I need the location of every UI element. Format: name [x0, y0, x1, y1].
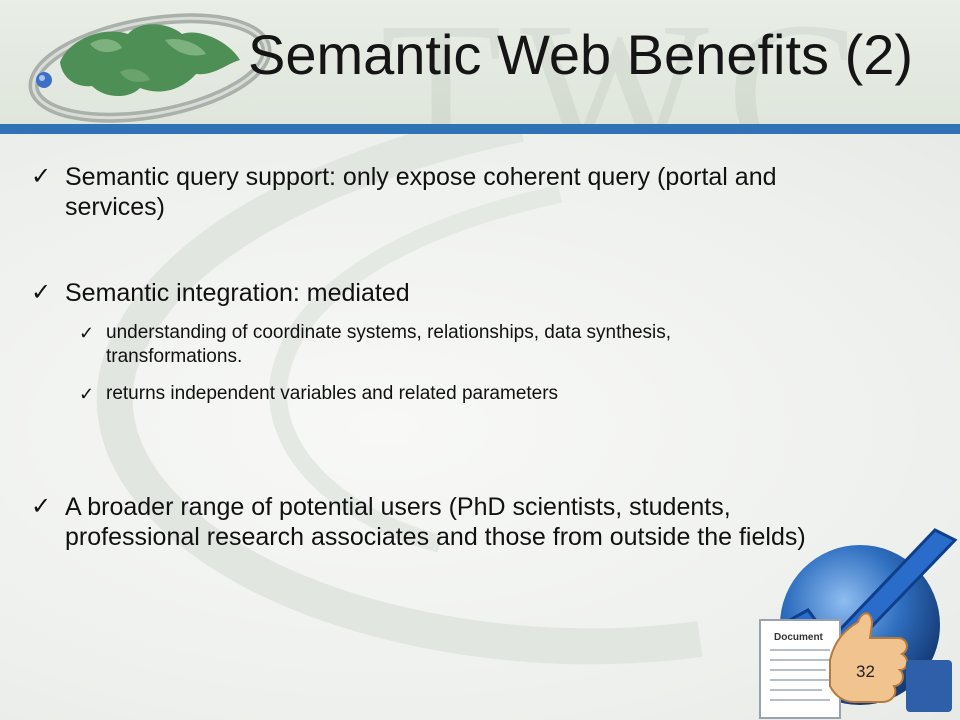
page-number: 32 [856, 662, 875, 681]
bullet-2: ✓ Semantic integration: mediated [31, 278, 835, 308]
bullet-text: Semantic integration: mediated [65, 279, 410, 307]
background-swirl [96, 134, 703, 665]
bullet-1: ✓ Semantic query support: only expose co… [31, 162, 835, 222]
bullet-text: returns independent variables and relate… [106, 383, 559, 404]
globe-checkmark-thumbs-up-icon: Document [759, 528, 958, 719]
bullet-text: Semantic query support: only expose cohe… [65, 163, 777, 221]
bullet-3: ✓ A broader range of potential users (Ph… [31, 492, 825, 552]
bullet-text: understanding of coordinate systems, rel… [106, 322, 672, 367]
check-mark-icon: ✓ [31, 493, 52, 520]
document-label: Document [774, 632, 824, 643]
slide-header: TWC Semantic Web Benefits (2) [0, 0, 960, 124]
check-mark-icon: ✓ [79, 384, 95, 404]
check-mark-icon: ✓ [79, 323, 95, 343]
watermark-text: TWC [380, 0, 879, 124]
header-accent-bar [0, 124, 960, 134]
check-mark-icon: ✓ [31, 279, 52, 306]
check-mark-icon: ✓ [31, 163, 52, 190]
globe-ring-icon [28, 13, 272, 123]
sub-bullet-1: ✓ understanding of coordinate systems, r… [79, 321, 806, 369]
bullet-text: A broader range of potential users (PhD … [65, 493, 806, 551]
page-title: Semantic Web Benefits (2) [248, 23, 914, 86]
sub-bullet-2: ✓ returns independent variables and rela… [79, 382, 806, 406]
